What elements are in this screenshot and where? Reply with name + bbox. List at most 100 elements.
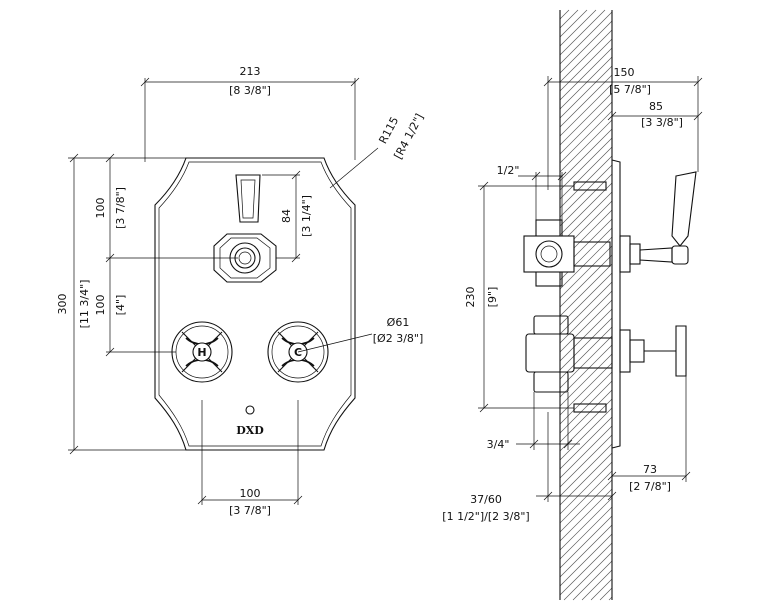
plate-screw bbox=[245, 405, 255, 415]
height-in: [11 3/4"] bbox=[78, 280, 91, 329]
cold-label: C bbox=[294, 346, 302, 359]
dim-lever-height: 84 [3 1/4"] bbox=[262, 170, 313, 263]
wall-hatch-line bbox=[559, 9, 570, 20]
dim-total-depth: 150 [5 7/8"] bbox=[543, 66, 703, 190]
total-depth-in: [5 7/8"] bbox=[609, 83, 651, 96]
wall-depth-mm: 37/60 bbox=[470, 493, 502, 506]
wall-hatch-line bbox=[559, 389, 613, 443]
wall-hatch-line bbox=[559, 407, 613, 461]
top-offset-mm: 100 bbox=[94, 198, 107, 219]
handle-spacing-mm: 100 bbox=[240, 487, 261, 500]
hot-handle: H bbox=[171, 321, 233, 383]
wall-hatch-line bbox=[559, 245, 613, 299]
wall-hatch-line bbox=[559, 236, 613, 290]
wall-hatch-line bbox=[559, 92, 613, 146]
plate-outline bbox=[154, 157, 356, 451]
wall-hatch-line bbox=[559, 371, 613, 425]
wall-hatch-line bbox=[559, 128, 613, 182]
lever-depth-in: [3 3/8"] bbox=[641, 116, 683, 129]
mid-offset-mm: 100 bbox=[94, 295, 107, 316]
wall-hatch-line bbox=[559, 542, 613, 596]
wall-hatch-line bbox=[559, 308, 613, 362]
dim-handle-diameter: Ø61 [Ø2 3/8"] bbox=[297, 316, 424, 353]
wall-hatch-line bbox=[559, 272, 613, 326]
wall-hatch-line bbox=[559, 9, 588, 38]
diverter-body bbox=[523, 171, 697, 287]
wall-hatch-line bbox=[559, 47, 613, 101]
dim-mid-offset: 100 [4"] bbox=[94, 258, 176, 357]
wall-hatch-line bbox=[559, 443, 613, 497]
side-height-in: [9"] bbox=[486, 287, 499, 308]
wall-hatch-line bbox=[559, 506, 613, 560]
wall-hatch-line bbox=[559, 488, 613, 542]
wall-hatch-line bbox=[559, 101, 613, 155]
wall-hatch-line bbox=[559, 524, 613, 578]
wall-hatch-line bbox=[559, 83, 613, 137]
wall-hatch-line bbox=[559, 326, 613, 380]
top-offset-in: [3 7/8"] bbox=[114, 187, 127, 229]
mixer-body bbox=[525, 315, 687, 393]
hot-label: H bbox=[197, 346, 206, 359]
wall-hatch-line bbox=[559, 263, 613, 317]
inlet-size: 1/2" bbox=[497, 164, 520, 177]
wall-hatch-line bbox=[559, 317, 613, 371]
mid-offset-in: [4"] bbox=[114, 295, 127, 316]
wall-hatch-line bbox=[559, 110, 613, 164]
wall-hatch-line bbox=[559, 182, 613, 236]
wall-hatch-line bbox=[559, 9, 597, 47]
dim-side-height: 230 [9"] bbox=[464, 181, 574, 413]
diverter-lever bbox=[213, 174, 277, 283]
wall-hatch-line bbox=[563, 551, 613, 601]
wall-hatch-line bbox=[559, 461, 613, 515]
wall-hatch-line bbox=[559, 119, 613, 173]
dim-handle-depth: 73 [2 7/8"] bbox=[607, 376, 691, 493]
handle-dia-in: [Ø2 3/8"] bbox=[373, 332, 424, 345]
dim-handle-spacing: 100 [3 7/8"] bbox=[197, 400, 303, 517]
handle-spacing-in: [3 7/8"] bbox=[229, 504, 271, 517]
wall-hatch-line bbox=[559, 9, 606, 56]
wall-hatch-line bbox=[559, 533, 613, 587]
wall-hatch-line bbox=[559, 425, 613, 479]
wall-depth-in: [1 1/2"]/[2 3/8"] bbox=[442, 510, 529, 523]
wall-hatch-line bbox=[559, 56, 613, 110]
wall-hatch-line bbox=[559, 497, 613, 551]
width-mm: 213 bbox=[240, 65, 261, 78]
wall-hatch-line bbox=[559, 137, 613, 191]
wall-hatch-line bbox=[559, 434, 613, 488]
wall-hatch-line bbox=[559, 74, 613, 128]
wall-hatch-line bbox=[559, 380, 613, 434]
wall-hatch-line bbox=[559, 146, 613, 200]
wall-hatch-line bbox=[559, 173, 613, 227]
wall-hatch-line bbox=[559, 416, 613, 470]
front-view: H C DXD 213 [8 3/8"] bbox=[56, 65, 426, 517]
plate-inner-outline bbox=[158, 161, 352, 447]
wall-hatch-line bbox=[559, 9, 579, 29]
lever-height-in: [3 1/4"] bbox=[300, 195, 313, 237]
dim-lever-depth: 85 [3 3/8"] bbox=[607, 100, 703, 160]
wall-hatch-line bbox=[559, 335, 613, 389]
dim-radius: R115 [R4 1/2"] bbox=[329, 111, 426, 189]
brand-logo: DXD bbox=[236, 424, 264, 437]
wall-hatch-line bbox=[559, 353, 613, 407]
handle-depth-in: [2 7/8"] bbox=[629, 480, 671, 493]
wall-hatch-line bbox=[559, 29, 613, 83]
wall-hatch-line bbox=[590, 578, 613, 601]
dim-inlet: 1/2" bbox=[497, 164, 567, 220]
wall-hatch-line bbox=[559, 164, 613, 218]
handle-depth-mm: 73 bbox=[643, 463, 657, 476]
total-depth-mm: 150 bbox=[614, 66, 635, 79]
dim-outlet: 3/4" bbox=[487, 392, 580, 451]
wall-hatch-line bbox=[559, 191, 613, 245]
height-mm: 300 bbox=[56, 294, 69, 315]
dim-top-offset: 100 [3 7/8"] bbox=[94, 153, 238, 263]
wall-hatch-line bbox=[559, 398, 613, 452]
wall-section bbox=[559, 9, 613, 601]
lever-height-mm: 84 bbox=[280, 209, 293, 223]
wall-hatch-line bbox=[559, 20, 613, 74]
handle-dia-mm: Ø61 bbox=[387, 316, 410, 329]
wall-hatch-line bbox=[559, 65, 613, 119]
side-view: 150 [5 7/8"] 85 [3 3/8"] 1/2" bbox=[442, 9, 703, 601]
width-in: [8 3/8"] bbox=[229, 84, 271, 97]
